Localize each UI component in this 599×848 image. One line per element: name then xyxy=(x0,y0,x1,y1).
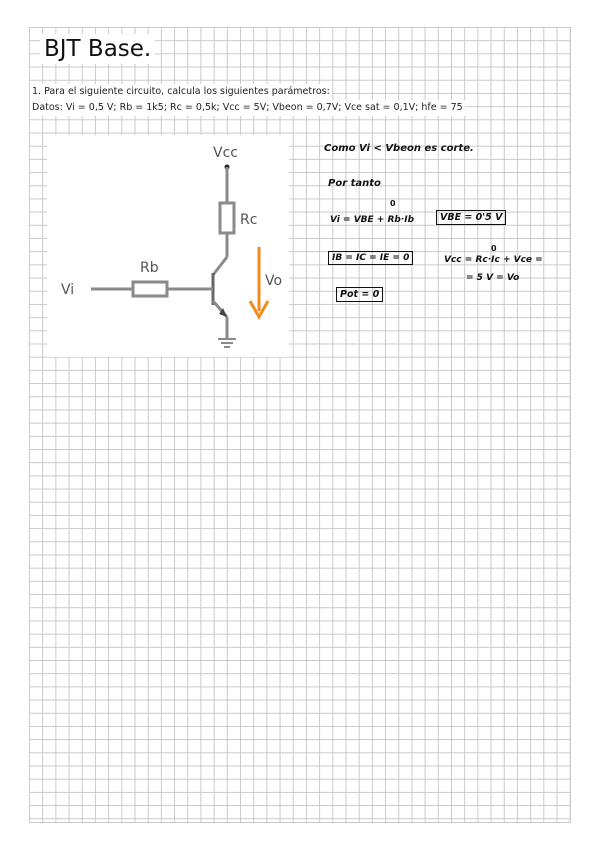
eq-vi: Vi = VBE + Rb·Ib xyxy=(330,215,415,225)
circuit-diagram: Vcc Rc Rb Vi Vo xyxy=(47,135,289,357)
eq-vbe: VBE = 0'5 V xyxy=(436,210,507,225)
rb-resistor xyxy=(131,280,169,298)
circuit-svg: Vcc Rc Rb Vi Vo xyxy=(61,145,282,348)
vi-label: Vi xyxy=(61,282,74,298)
vcc-label: Vcc xyxy=(213,145,238,161)
rc-label: Rc xyxy=(240,212,257,228)
note-line-1: Como Vi < Vbeon es corte. xyxy=(324,143,474,154)
eq-currents-box: IB = IC = IE = 0 xyxy=(328,251,414,265)
emitter-arrow xyxy=(219,308,227,317)
eq-vcc: Vcc = Rc·Ic + Vce = xyxy=(444,255,543,265)
question-text: 1. Para el siguiente circuito, calcula l… xyxy=(30,84,332,100)
page-title: BJT Base. xyxy=(40,34,156,64)
note-line-2: Por tanto xyxy=(328,178,381,189)
eq-currents: IB = IC = IE = 0 xyxy=(328,251,414,265)
rc-resistor xyxy=(218,201,236,235)
data-line: Datos: Vi = 0,5 V; Rb = 1k5; Rc = 0,5k; … xyxy=(30,100,465,116)
collector-lead xyxy=(211,256,229,276)
eq-vcc-zero: 0 xyxy=(491,244,497,253)
eq-pot: Pot = 0 xyxy=(336,287,384,302)
eq-vbe-box: VBE = 0'5 V xyxy=(436,210,507,225)
vo-arrow-head xyxy=(248,300,270,321)
rb-label: Rb xyxy=(140,260,159,276)
eq-vcc-result: = 5 V = Vo xyxy=(466,273,520,283)
vo-label: Vo xyxy=(265,273,282,289)
eq-pot-box: Pot = 0 xyxy=(336,287,384,302)
eq-vi-zero: 0 xyxy=(390,199,396,208)
